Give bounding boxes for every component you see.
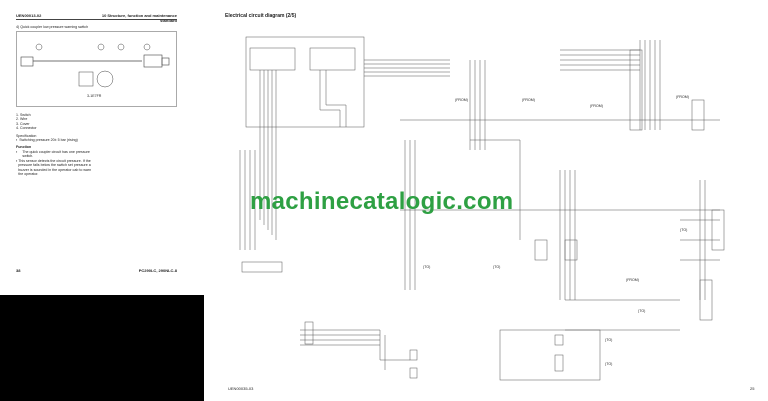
label-from: (FROM): [455, 98, 468, 102]
label-to: (TO): [423, 265, 431, 269]
section-title: 10 Structure, function and maintenance s…: [101, 13, 177, 23]
header-rule: [16, 19, 177, 20]
function-item: ▪The quick coupler circuit has one press…: [16, 150, 94, 159]
function-text: The quick coupler circuit has one pressu…: [22, 150, 90, 159]
figure-code: 3-1E7FR: [87, 94, 102, 98]
label-from: (FROM): [626, 278, 639, 282]
label-from: (FROM): [522, 98, 535, 102]
doc-code: UEN00013-02: [16, 13, 42, 18]
part-item: 4. Connector: [16, 125, 37, 130]
label-to: (TO): [493, 265, 501, 269]
function-title: Function: [16, 145, 32, 149]
label-from: (FROM): [676, 95, 689, 99]
function-text: This sensor detects the circuit pressure…: [18, 159, 92, 176]
page-number-right: 25: [750, 386, 755, 391]
function-item: ▪This sensor detects the circuit pressur…: [16, 159, 94, 176]
label-to: (TO): [638, 309, 646, 313]
switch-drawing: [20, 43, 170, 88]
part-item: 2. Wire: [16, 117, 28, 122]
label-to: (TO): [680, 228, 688, 232]
part-item: 3. Cover: [16, 121, 30, 126]
spec-text: Switching pressure 20± 5 bar (rising): [19, 138, 78, 142]
model-footer: PC290LC, 290NLC-8: [138, 268, 177, 273]
page-number-left: 38: [16, 268, 21, 273]
blank-area: [0, 295, 204, 401]
wire-bundle: [239, 40, 720, 370]
spec-item: ▪ Switching pressure 20± 5 bar (rising): [16, 138, 78, 142]
controller-box: [245, 36, 365, 128]
label-to: (TO): [605, 338, 613, 342]
watermark: machinecatalogic.com: [250, 188, 514, 215]
part-item: 1. Switch: [16, 113, 31, 117]
switch-figure: 3-1E7FR: [16, 31, 177, 107]
label-from: (FROM): [590, 104, 603, 108]
spec-title: Specification: [16, 134, 37, 138]
doc-code-right: UEN00035-03: [228, 386, 254, 391]
label-to: (TO): [605, 362, 613, 366]
heading: 4) Quick coupler low pressure warning sw…: [16, 25, 89, 29]
parts-list: 1. Switch 2. Wire 3. Cover 4. Connector: [16, 113, 37, 130]
diagram-title: Electrical circuit diagram (2/5): [225, 13, 297, 19]
